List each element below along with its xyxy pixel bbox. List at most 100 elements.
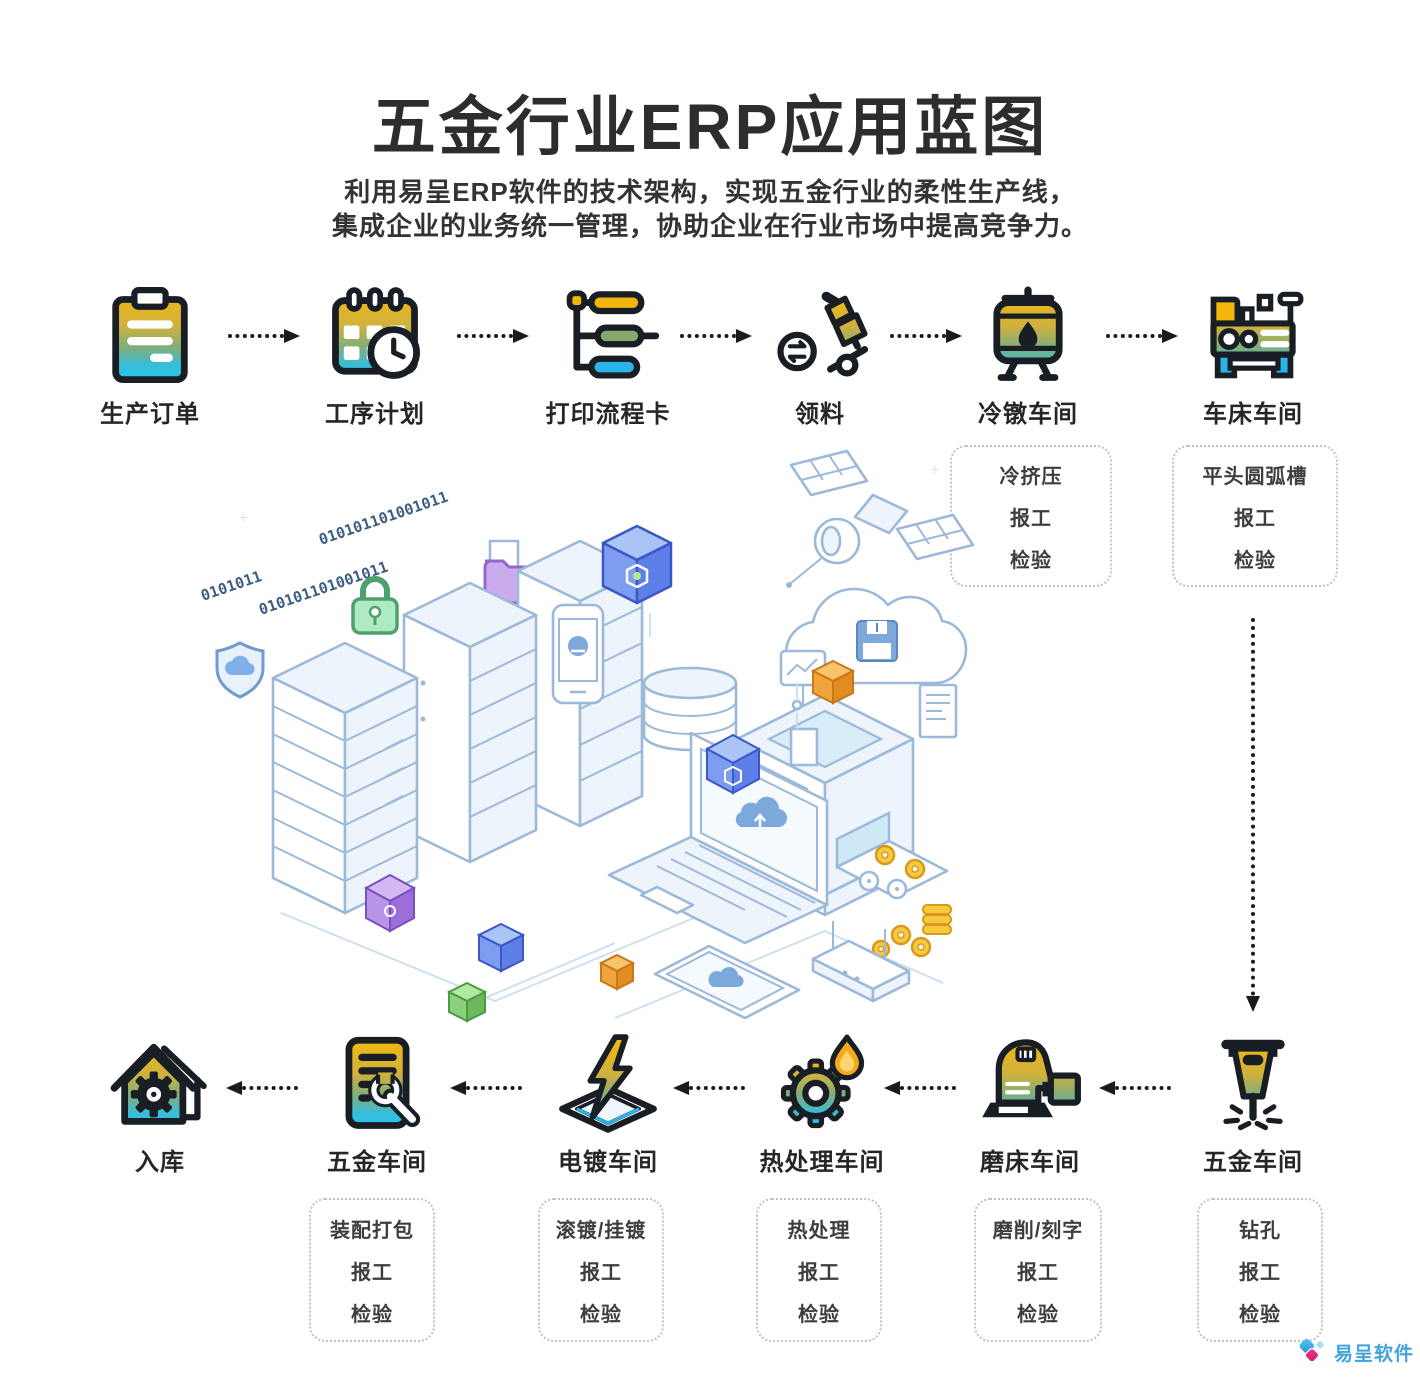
tablet-icon: [653, 944, 801, 1020]
flow-arrow-right: [457, 329, 529, 343]
process-detail-box-grinding-engraving: 磨削/刻字 报工 检验: [974, 1198, 1102, 1342]
detail-line: 检验: [1234, 549, 1276, 572]
process-detail-box-assembly-packing: 装配打包 报工 检验: [309, 1198, 435, 1342]
purple-cube-icon: [363, 873, 417, 933]
station-label: 生产订单: [100, 401, 200, 428]
detail-line: 报工: [1017, 1261, 1059, 1284]
station-label: 领料: [795, 401, 845, 428]
flow-arrow-right: [228, 329, 300, 343]
plus-mark: +: [930, 462, 939, 479]
detail-line: 平头圆弧槽: [1202, 465, 1308, 488]
detail-line: 装配打包: [330, 1219, 414, 1242]
station-label: 冷镦车间: [978, 401, 1078, 428]
process-detail-box-cold-heading: 冷挤压 报工 检验: [950, 445, 1112, 587]
detail-line: 热处理: [787, 1219, 851, 1242]
process-detail-box-plating: 滚镀/挂镀 报工 检验: [538, 1198, 664, 1342]
flow-arrow-down: [1245, 618, 1260, 1012]
data-cube-icon: [601, 524, 673, 605]
document-icon: [918, 683, 958, 739]
svg-text:010101101001011: 010101101001011: [316, 488, 450, 549]
flow-arrow-left: [673, 1081, 745, 1095]
detail-line: 检验: [798, 1303, 840, 1326]
flow-arrow-right: [890, 329, 962, 343]
station-label: 电镀车间: [558, 1149, 658, 1176]
process-detail-box-heat-treatment: 热处理 报工 检验: [756, 1198, 882, 1342]
detail-line: 检验: [1239, 1303, 1281, 1326]
detail-line: 检验: [580, 1303, 622, 1326]
detail-line: 检验: [1010, 549, 1052, 572]
flow-card-icon: [556, 286, 660, 390]
station-heat-treatment-workshop: 热处理车间: [747, 1034, 897, 1177]
page-title: 五金行业ERP应用蓝图: [371, 91, 1049, 163]
erp-cloud-platform-illustration: + + 0101011 010101101001011 010101101001…: [198, 449, 975, 1023]
detail-line: 滚镀/挂镀: [555, 1219, 647, 1242]
lathe-machine-icon: [1201, 286, 1305, 390]
vendor-logo: 易呈软件: [1296, 1336, 1414, 1368]
detail-line: 报工: [1010, 507, 1052, 530]
smartphone-icon: [551, 603, 605, 705]
lightning-plate-icon: [556, 1034, 660, 1138]
station-production-order: 生产订单: [75, 286, 225, 429]
station-label: 五金车间: [327, 1149, 427, 1176]
detail-line: 报工: [580, 1261, 622, 1284]
flow-arrow-left: [450, 1081, 522, 1095]
station-cold-heading-workshop: 冷镦车间: [953, 286, 1103, 429]
station-print-flow-card: 打印流程卡: [533, 286, 683, 429]
station-grinding-workshop: 磨床车间: [955, 1034, 1105, 1177]
gear-flame-icon: [770, 1034, 874, 1138]
satellite-icon: [786, 449, 975, 588]
station-electroplating-workshop: 电镀车间: [533, 1034, 683, 1177]
subtitle-line-1: 利用易呈ERP软件的技术架构，实现五金行业的柔性生产线，: [344, 177, 1076, 207]
flow-arrow-right: [1106, 329, 1178, 343]
subtitle-line-2: 集成企业的业务统一管理，协助企业在行业市场中提高竞争力。: [331, 211, 1088, 241]
station-warehouse-in: 入库: [85, 1034, 235, 1177]
clipboard-icon: [98, 286, 202, 390]
station-hardware-workshop: 五金车间: [302, 1034, 452, 1177]
detail-line: 钻孔: [1239, 1219, 1281, 1242]
shield-icon: [215, 641, 265, 699]
server-rack: [271, 641, 419, 915]
detail-line: 报工: [798, 1261, 840, 1284]
logo-text: 易呈软件: [1334, 1343, 1415, 1365]
station-label: 车床车间: [1203, 401, 1303, 428]
orange-cube-icon: [598, 953, 636, 991]
flow-arrow-right: [680, 329, 752, 343]
station-label: 入库: [135, 1149, 185, 1176]
process-detail-box-lathe: 平头圆弧槽 报工 检验: [1172, 445, 1338, 587]
flow-arrow-left: [1099, 1081, 1171, 1095]
detail-line: 检验: [1017, 1303, 1059, 1326]
worksheet-wrench-icon: [325, 1034, 429, 1138]
detail-line: 报工: [1239, 1261, 1281, 1284]
station-label: 磨床车间: [980, 1149, 1080, 1176]
server-rack: [402, 581, 538, 864]
blue-cube-icon: [476, 922, 526, 973]
detail-line: 磨削/刻字: [992, 1219, 1084, 1242]
padlock-icon: [351, 576, 399, 635]
detail-line: 报工: [1234, 507, 1276, 530]
drill-bit-icon: [1201, 1034, 1305, 1138]
blue-cube-icon: [704, 733, 762, 795]
svg-text:0101011: 0101011: [198, 567, 264, 605]
station-process-plan: 工序计划: [300, 286, 450, 429]
warehouse-house-gear-icon: [108, 1034, 212, 1138]
router-icon: [811, 921, 911, 1003]
detail-line: 冷挤压: [999, 465, 1063, 488]
station-material-requisition: 领料: [745, 286, 895, 429]
station-label: 打印流程卡: [545, 401, 671, 428]
process-detail-box-drilling: 钻孔 报工 检验: [1197, 1198, 1323, 1342]
logo-diamonds-icon: [1299, 1338, 1324, 1363]
station-label: 五金车间: [1203, 1149, 1303, 1176]
detail-line: 报工: [351, 1261, 393, 1284]
station-label: 工序计划: [325, 401, 425, 428]
cloud-storage-icon: [784, 587, 968, 685]
cold-heading-machine-icon: [976, 286, 1080, 390]
plus-mark: +: [239, 510, 248, 527]
detail-line: 检验: [351, 1303, 393, 1326]
station-label: 热处理车间: [759, 1149, 885, 1176]
green-cube-icon: [446, 981, 488, 1023]
calendar-clock-icon: [323, 286, 427, 390]
station-hardware-workshop-drilling: 五金车间: [1178, 1034, 1328, 1177]
flow-arrow-left: [884, 1081, 956, 1095]
orange-cube-icon: [810, 659, 856, 705]
